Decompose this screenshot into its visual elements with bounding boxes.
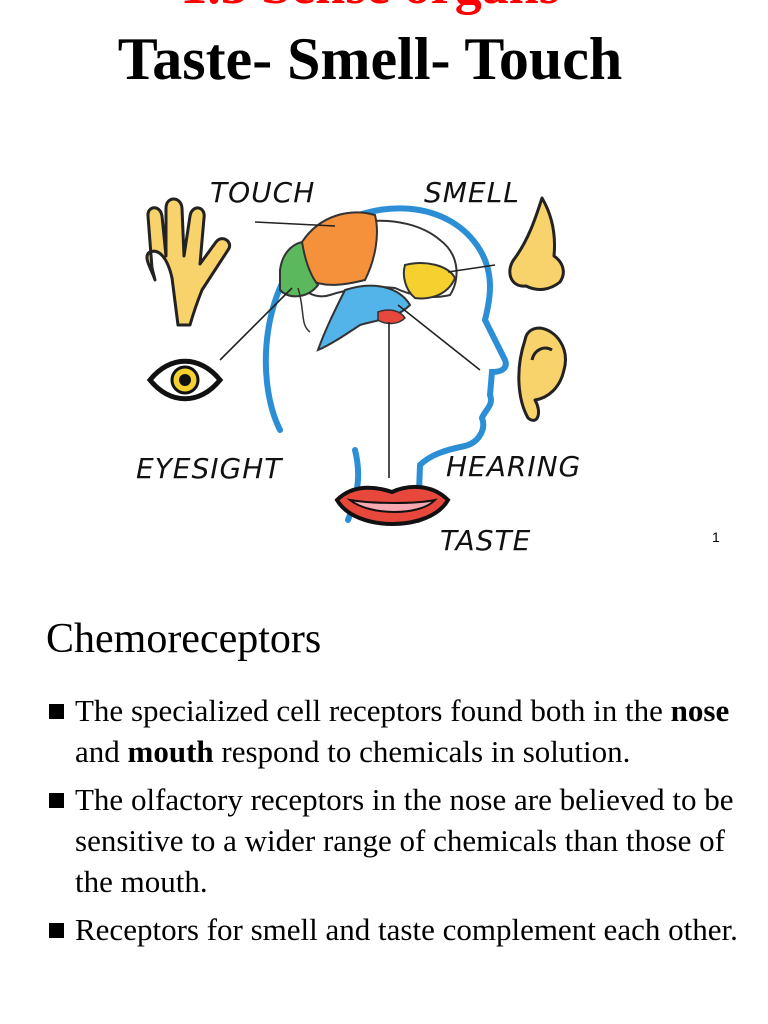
bullet-item: Receptors for smell and taste complement…: [46, 909, 746, 950]
square-bullet-icon: [49, 923, 64, 938]
section-title: 1.3 Sense organs: [0, 0, 740, 14]
bullet-item: The olfactory receptors in the nose are …: [46, 779, 746, 902]
smell-label: SMELL: [424, 176, 520, 209]
bullet-item: The specialized cell receptors found bot…: [46, 690, 746, 772]
eyesight-label: EYESIGHT: [136, 452, 283, 485]
bullet-list: The specialized cell receptors found bot…: [46, 690, 746, 957]
taste-label: TASTE: [440, 524, 531, 557]
ear-icon: [517, 326, 567, 422]
hearing-label: HEARING: [446, 450, 581, 483]
touch-label: TOUCH: [210, 176, 315, 209]
square-bullet-icon: [49, 793, 64, 808]
slide-1: 1.3 Sense organs Taste- Smell- Touch: [0, 0, 740, 560]
slide-2: Chemoreceptors The specialized cell rece…: [0, 580, 768, 1024]
mouth-icon: [334, 484, 451, 526]
bold-term-mouth: mouth: [127, 734, 214, 769]
hand-icon: [145, 197, 231, 327]
bold-term-nose: nose: [670, 693, 730, 728]
eye-icon: [146, 358, 224, 402]
page-number: 1: [712, 529, 720, 545]
slide-heading: Chemoreceptors: [46, 616, 322, 662]
square-bullet-icon: [49, 704, 64, 719]
nose-icon: [508, 196, 565, 291]
brain-icon: [279, 211, 458, 352]
senses-illustration: TOUCH SMELL EYESIGHT HEARING TASTE: [130, 160, 620, 560]
slide-title: Taste- Smell- Touch: [117, 26, 623, 92]
